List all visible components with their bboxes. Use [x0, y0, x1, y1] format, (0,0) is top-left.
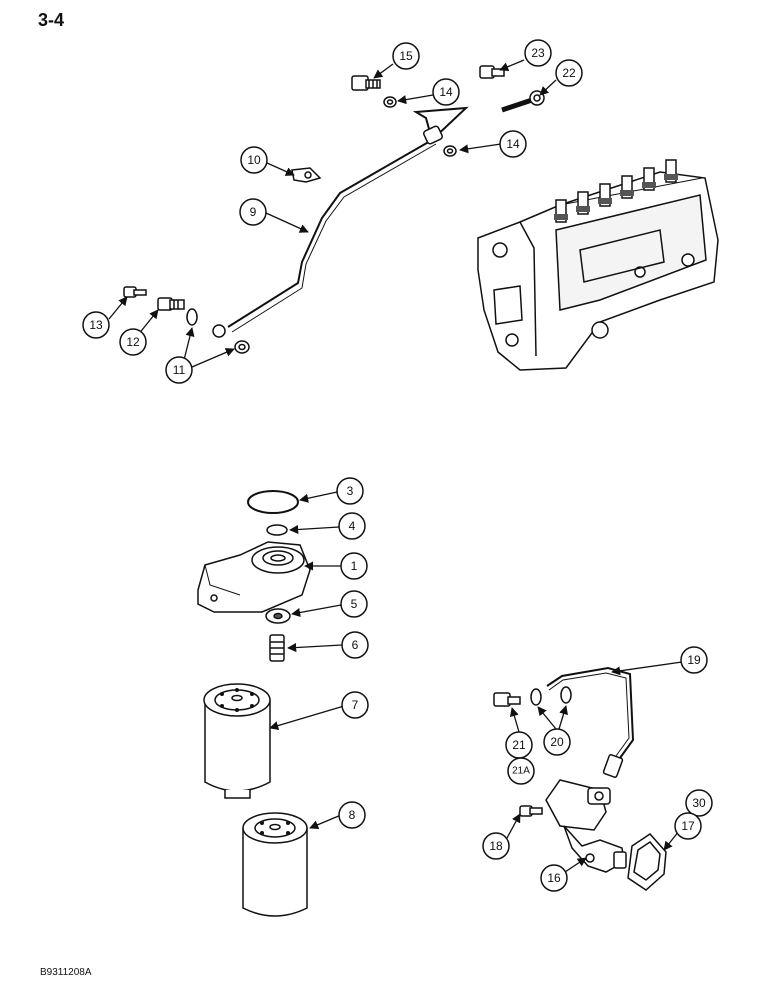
document-code: B9311208A [40, 967, 92, 978]
bleed-screw-part [123, 286, 147, 298]
sealing-washer-part [383, 96, 457, 157]
mount-bolt-part [519, 805, 543, 817]
callout-22: 22 [555, 59, 583, 87]
callout-label: 21 [512, 738, 526, 752]
callout-19: 19 [680, 646, 708, 674]
callout-6: 6 [341, 631, 369, 659]
callout-18: 18 [482, 832, 510, 860]
callout-label: 8 [349, 808, 356, 822]
fuel-filter-part [203, 683, 271, 799]
callout-label: 10 [247, 153, 261, 167]
callout-23: 23 [524, 39, 552, 67]
callout-label: 3 [347, 484, 354, 498]
page-number: 3-4 [38, 10, 65, 30]
callout-14: 14 [499, 130, 527, 158]
lift-pump-part [545, 779, 627, 873]
eye-fitting-part [501, 90, 545, 113]
callout-label: 14 [506, 137, 520, 151]
callout-12: 12 [119, 328, 147, 356]
callout-label: 18 [489, 839, 503, 853]
injection-pump [477, 159, 719, 371]
callout-21a: 21A [507, 757, 535, 785]
callout-21: 21 [505, 731, 533, 759]
copper-washer-part [186, 308, 250, 354]
line-clamp-part [291, 167, 322, 183]
callout-label: 30 [692, 796, 706, 810]
line-nut-part [602, 754, 624, 778]
callout-label: 17 [681, 819, 695, 833]
callout-17: 17 [674, 812, 702, 840]
leader-lines [108, 59, 687, 873]
callout-4: 4 [338, 512, 366, 540]
callout-label: 22 [562, 66, 576, 80]
callout-1: 1 [340, 552, 368, 580]
small-seal-part [266, 524, 288, 536]
pump-gasket-part [627, 833, 667, 891]
callout-7: 7 [341, 691, 369, 719]
callout-9: 9 [239, 198, 267, 226]
callout-label: 16 [547, 871, 561, 885]
callout-label: 5 [351, 597, 358, 611]
callout-label: 19 [687, 653, 701, 667]
banjo-bolt-lift-part [493, 692, 521, 707]
callout-label: 9 [250, 205, 257, 219]
return-bolt-part [479, 65, 505, 79]
callout-label: 1 [351, 559, 358, 573]
lift-washer-part [530, 686, 572, 706]
o-ring-part [247, 490, 299, 514]
fitting-part [157, 297, 185, 311]
callout-3: 3 [336, 477, 364, 505]
callout-label: 4 [349, 519, 356, 533]
callout-label: 23 [531, 46, 545, 60]
callout-label: 12 [126, 335, 140, 349]
callout-16: 16 [540, 864, 568, 892]
callout-label: 11 [173, 363, 186, 377]
filter-head-part [197, 541, 311, 613]
callout-label: 21A [512, 766, 530, 777]
callout-label: 20 [550, 735, 564, 749]
callout-20: 20 [543, 728, 571, 756]
callout-30: 30 [685, 789, 713, 817]
callout-label: 7 [352, 698, 359, 712]
callout-13: 13 [82, 311, 110, 339]
callout-label: 6 [352, 638, 359, 652]
callout-14: 14 [432, 78, 460, 106]
callout-15: 15 [392, 42, 420, 70]
callout-5: 5 [340, 590, 368, 618]
fuel-line [227, 106, 469, 333]
callout-label: 15 [399, 49, 413, 63]
callout-10: 10 [240, 146, 268, 174]
stud-part [269, 634, 285, 662]
filter-nut-part [265, 608, 291, 624]
spin-on-filter-part [242, 812, 308, 917]
banjo-bolt-part [351, 75, 381, 91]
callout-11: 11 [165, 356, 193, 384]
callout-label: 14 [439, 85, 453, 99]
callout-label: 13 [89, 318, 103, 332]
line-banjo-fitting [212, 125, 443, 338]
callout-8: 8 [338, 801, 366, 829]
